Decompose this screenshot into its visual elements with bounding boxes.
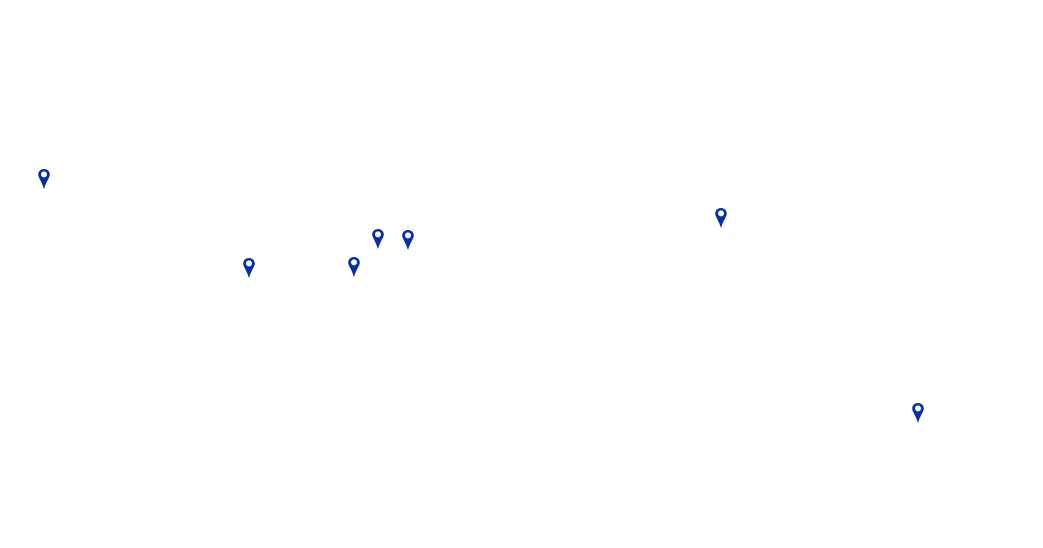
map-pin-icon[interactable] <box>37 168 51 190</box>
map-pin-icon[interactable] <box>401 229 415 251</box>
map-pin-icon[interactable] <box>371 228 385 250</box>
map-pin-icon[interactable] <box>242 257 256 279</box>
map-pin-icon[interactable] <box>714 207 728 229</box>
map-pin-icon[interactable] <box>347 256 361 278</box>
map-pin-icon[interactable] <box>911 402 925 424</box>
